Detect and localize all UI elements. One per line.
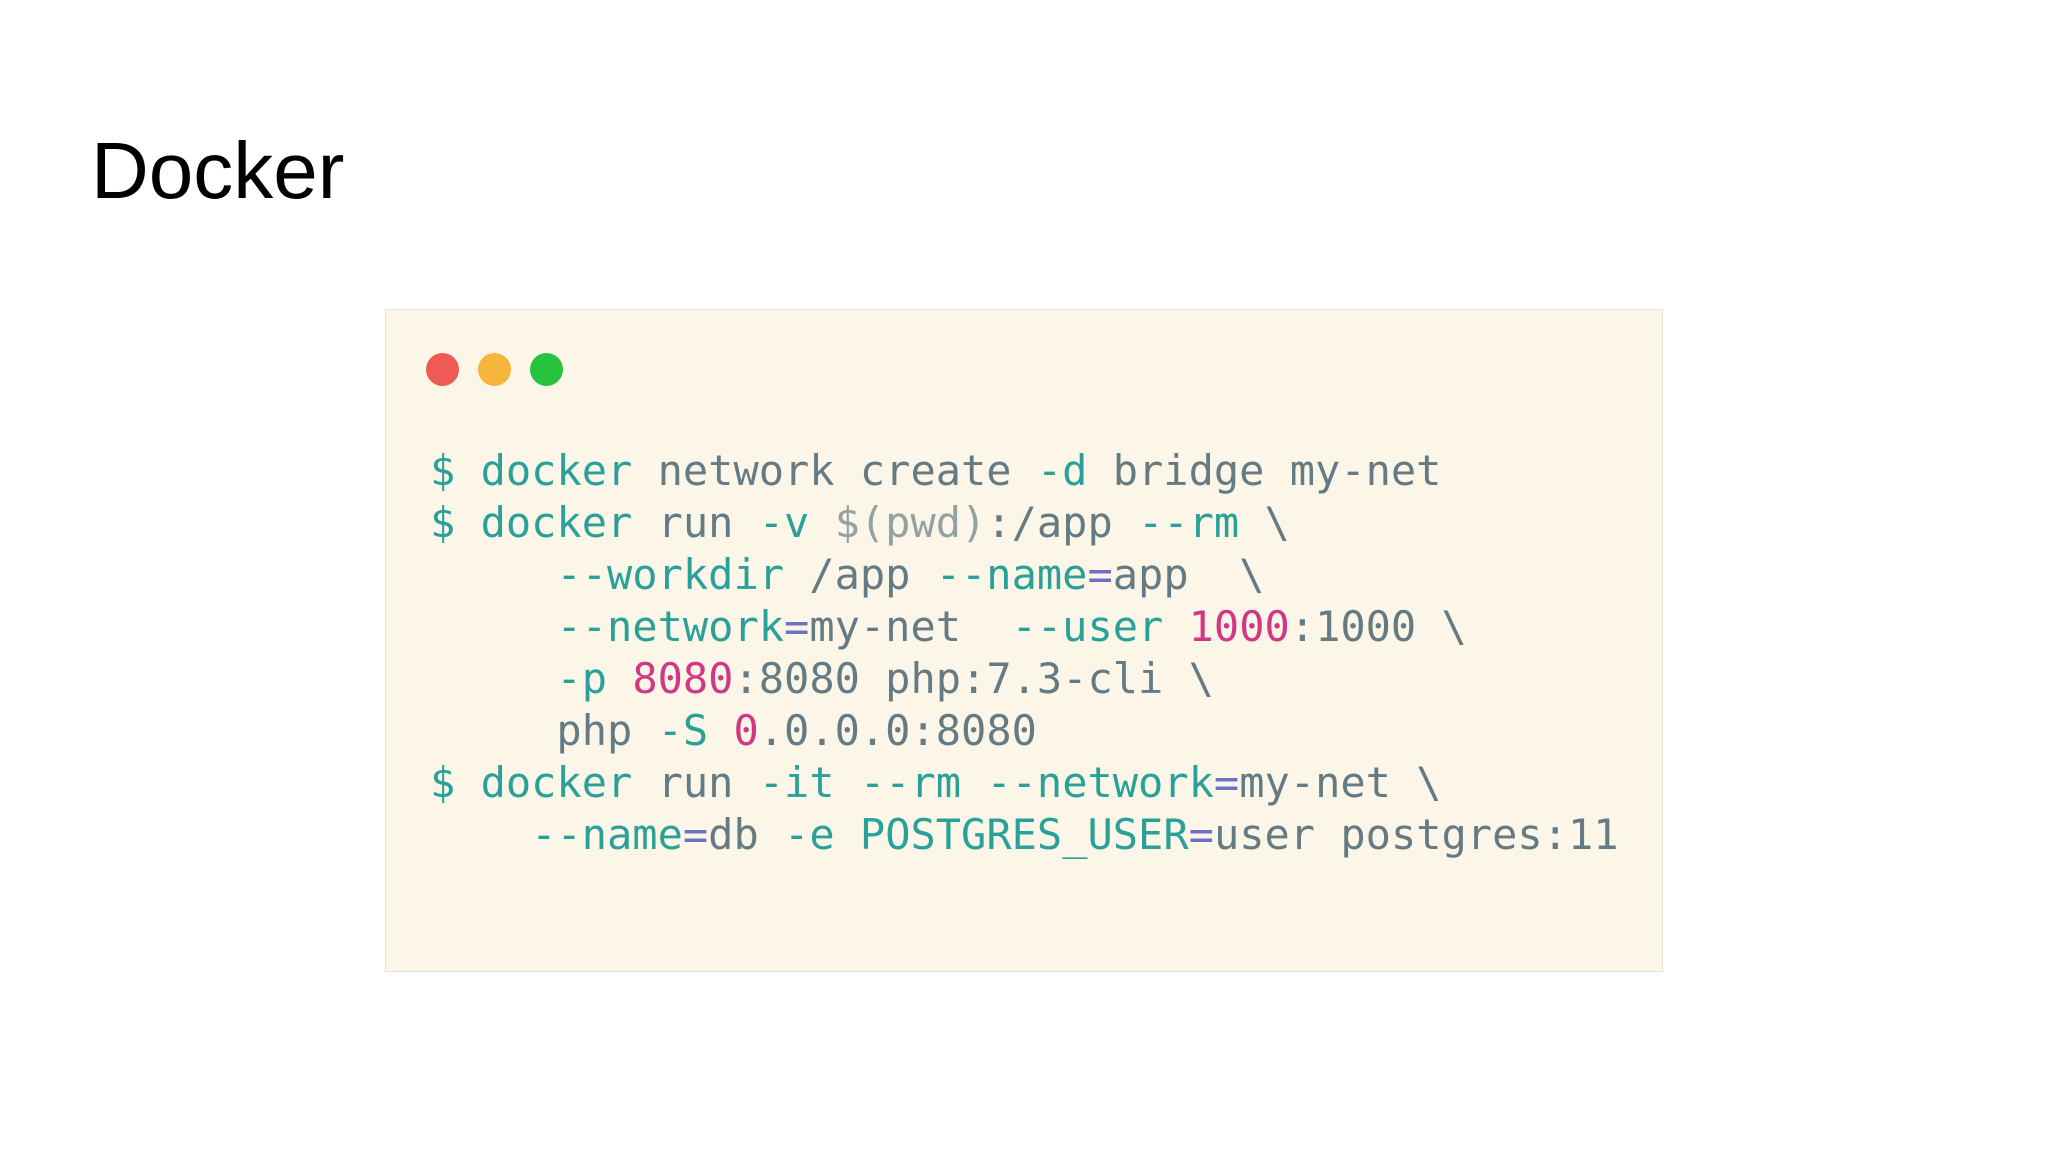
code-token: 1000 <box>1188 602 1290 651</box>
code-token: run <box>632 758 759 807</box>
code-line: $ docker run -it --rm --network=my-net \ <box>430 757 1619 809</box>
code-token: $ docker <box>430 446 633 495</box>
code-token <box>430 810 531 859</box>
code-line: -p 8080:8080 php:7.3-cli \ <box>430 653 1619 705</box>
window-controls <box>426 353 563 386</box>
code-token: --rm <box>1138 498 1240 547</box>
code-line: php -S 0.0.0.0:8080 <box>430 705 1619 757</box>
code-token: -e <box>784 810 835 859</box>
code-token: -it <box>758 758 835 807</box>
code-token: bridge my-net <box>1087 446 1442 495</box>
code-token: network create <box>632 446 1037 495</box>
code-line: --workdir /app --name=app \ <box>430 549 1619 601</box>
code-line: --name=db -e POSTGRES_USER=user postgres… <box>430 809 1619 861</box>
code-line: --network=my-net --user 1000:1000 \ <box>430 601 1619 653</box>
code-token: user postgres:11 <box>1213 810 1619 859</box>
code-token: = <box>1188 810 1214 859</box>
slide-title: Docker <box>91 126 345 215</box>
code-token <box>809 498 834 547</box>
code-token: :/app <box>986 498 1139 547</box>
code-token <box>835 758 860 807</box>
code-token <box>961 758 986 807</box>
code-line: $ docker run -v $(pwd):/app --rm \ <box>430 497 1619 549</box>
code-token: run <box>632 498 759 547</box>
code-token: -S <box>657 706 709 755</box>
code-token <box>430 654 556 703</box>
code-token: .0.0.0:8080 <box>758 706 1037 755</box>
code-token: 0 <box>733 706 759 755</box>
code-token: --name <box>935 550 1088 599</box>
code-token: $ docker <box>430 498 633 547</box>
code-token: --network <box>986 758 1214 807</box>
code-token: --rm <box>859 758 962 807</box>
code-token: $(pwd) <box>834 498 987 547</box>
code-token: db <box>708 810 785 859</box>
terminal-window: $ docker network create -d bridge my-net… <box>385 309 1663 972</box>
code-token <box>1163 602 1188 651</box>
code-line: $ docker network create -d bridge my-net <box>430 445 1619 497</box>
code-token: = <box>784 602 810 651</box>
code-token: = <box>682 810 709 859</box>
code-token: php <box>430 706 658 755</box>
code-token: app \ <box>1112 550 1265 599</box>
code-token: 8080 <box>632 654 734 703</box>
minimize-dot-icon <box>478 353 511 386</box>
code-token <box>430 550 556 599</box>
code-token: --user <box>1011 602 1164 651</box>
code-token <box>607 654 632 703</box>
code-token: --name <box>531 810 683 859</box>
code-token: :8080 php:7.3-cli \ <box>733 654 1214 703</box>
code-token: -v <box>758 498 810 547</box>
code-token: POSTGRES_USER <box>859 810 1189 859</box>
code-token: -d <box>1036 446 1088 495</box>
code-token: /app <box>784 550 936 599</box>
code-token <box>430 602 556 651</box>
code-token: --network <box>556 602 785 651</box>
terminal-code: $ docker network create -d bridge my-net… <box>430 445 1619 861</box>
code-token: = <box>1087 550 1113 599</box>
code-token: $ docker <box>430 758 633 807</box>
code-token: -p <box>556 654 608 703</box>
code-token: my-net \ <box>1239 758 1442 807</box>
close-dot-icon <box>426 353 459 386</box>
maximize-dot-icon <box>530 353 563 386</box>
code-token <box>835 810 860 859</box>
code-token: my-net <box>809 602 1012 651</box>
code-token: --workdir <box>556 550 785 599</box>
code-token: \ <box>1239 498 1290 547</box>
code-token: :1000 \ <box>1289 602 1467 651</box>
code-token <box>708 706 733 755</box>
code-token: = <box>1213 758 1240 807</box>
